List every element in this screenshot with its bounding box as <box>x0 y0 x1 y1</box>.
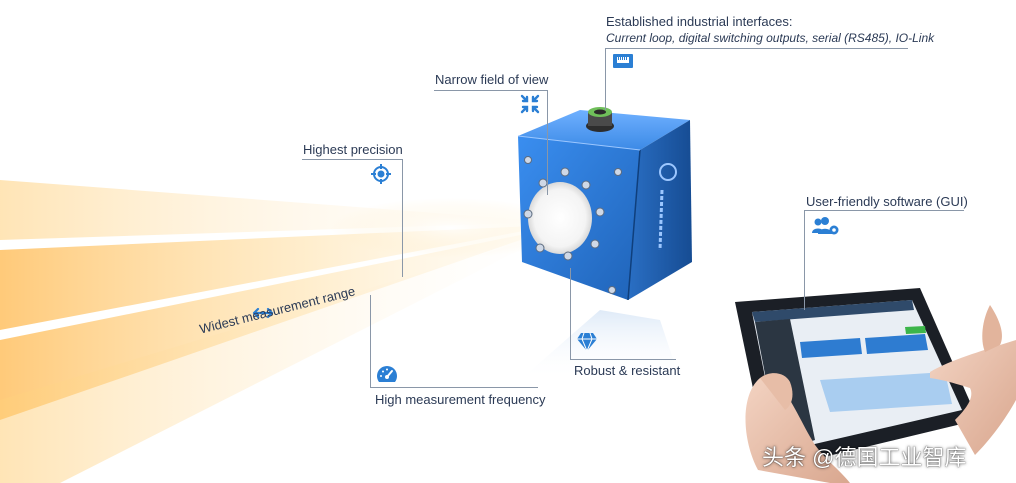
robust-label: Robust & resistant <box>574 363 681 378</box>
gui-label: User-friendly software (GUI) <box>806 194 968 209</box>
leader-line-precision <box>302 159 402 160</box>
double-arrow-icon <box>252 306 274 320</box>
speedometer-icon <box>375 364 397 386</box>
leader-line-fov-v <box>547 90 548 195</box>
compress-arrows-icon <box>519 93 541 115</box>
ethernet-port-icon <box>612 52 634 74</box>
leader-line-robust-h <box>570 359 676 360</box>
leader-line-frequency <box>370 295 371 387</box>
interfaces-title: Established industrial interfaces: <box>606 14 793 29</box>
diamond-icon <box>576 332 598 354</box>
leader-line-fov <box>434 90 548 91</box>
high-frequency-label: High measurement frequency <box>375 392 546 407</box>
crosshair-icon <box>370 163 392 185</box>
highest-precision-label: Highest precision <box>303 142 403 157</box>
leader-line-interfaces <box>605 48 606 110</box>
users-gear-icon <box>812 216 840 238</box>
watermark: 头条 @德国工业智库 <box>762 445 967 470</box>
leader-line-precision-v <box>402 159 403 277</box>
leader-line-frequency-h <box>370 387 538 388</box>
interfaces-detail: Current loop, digital switching outputs,… <box>606 31 935 45</box>
narrow-fov-label: Narrow field of view <box>435 72 549 87</box>
leader-line-gui <box>804 210 964 211</box>
leader-line-interfaces-h <box>605 48 908 49</box>
leader-line-gui-v <box>804 210 805 310</box>
leader-line-robust <box>570 268 571 359</box>
